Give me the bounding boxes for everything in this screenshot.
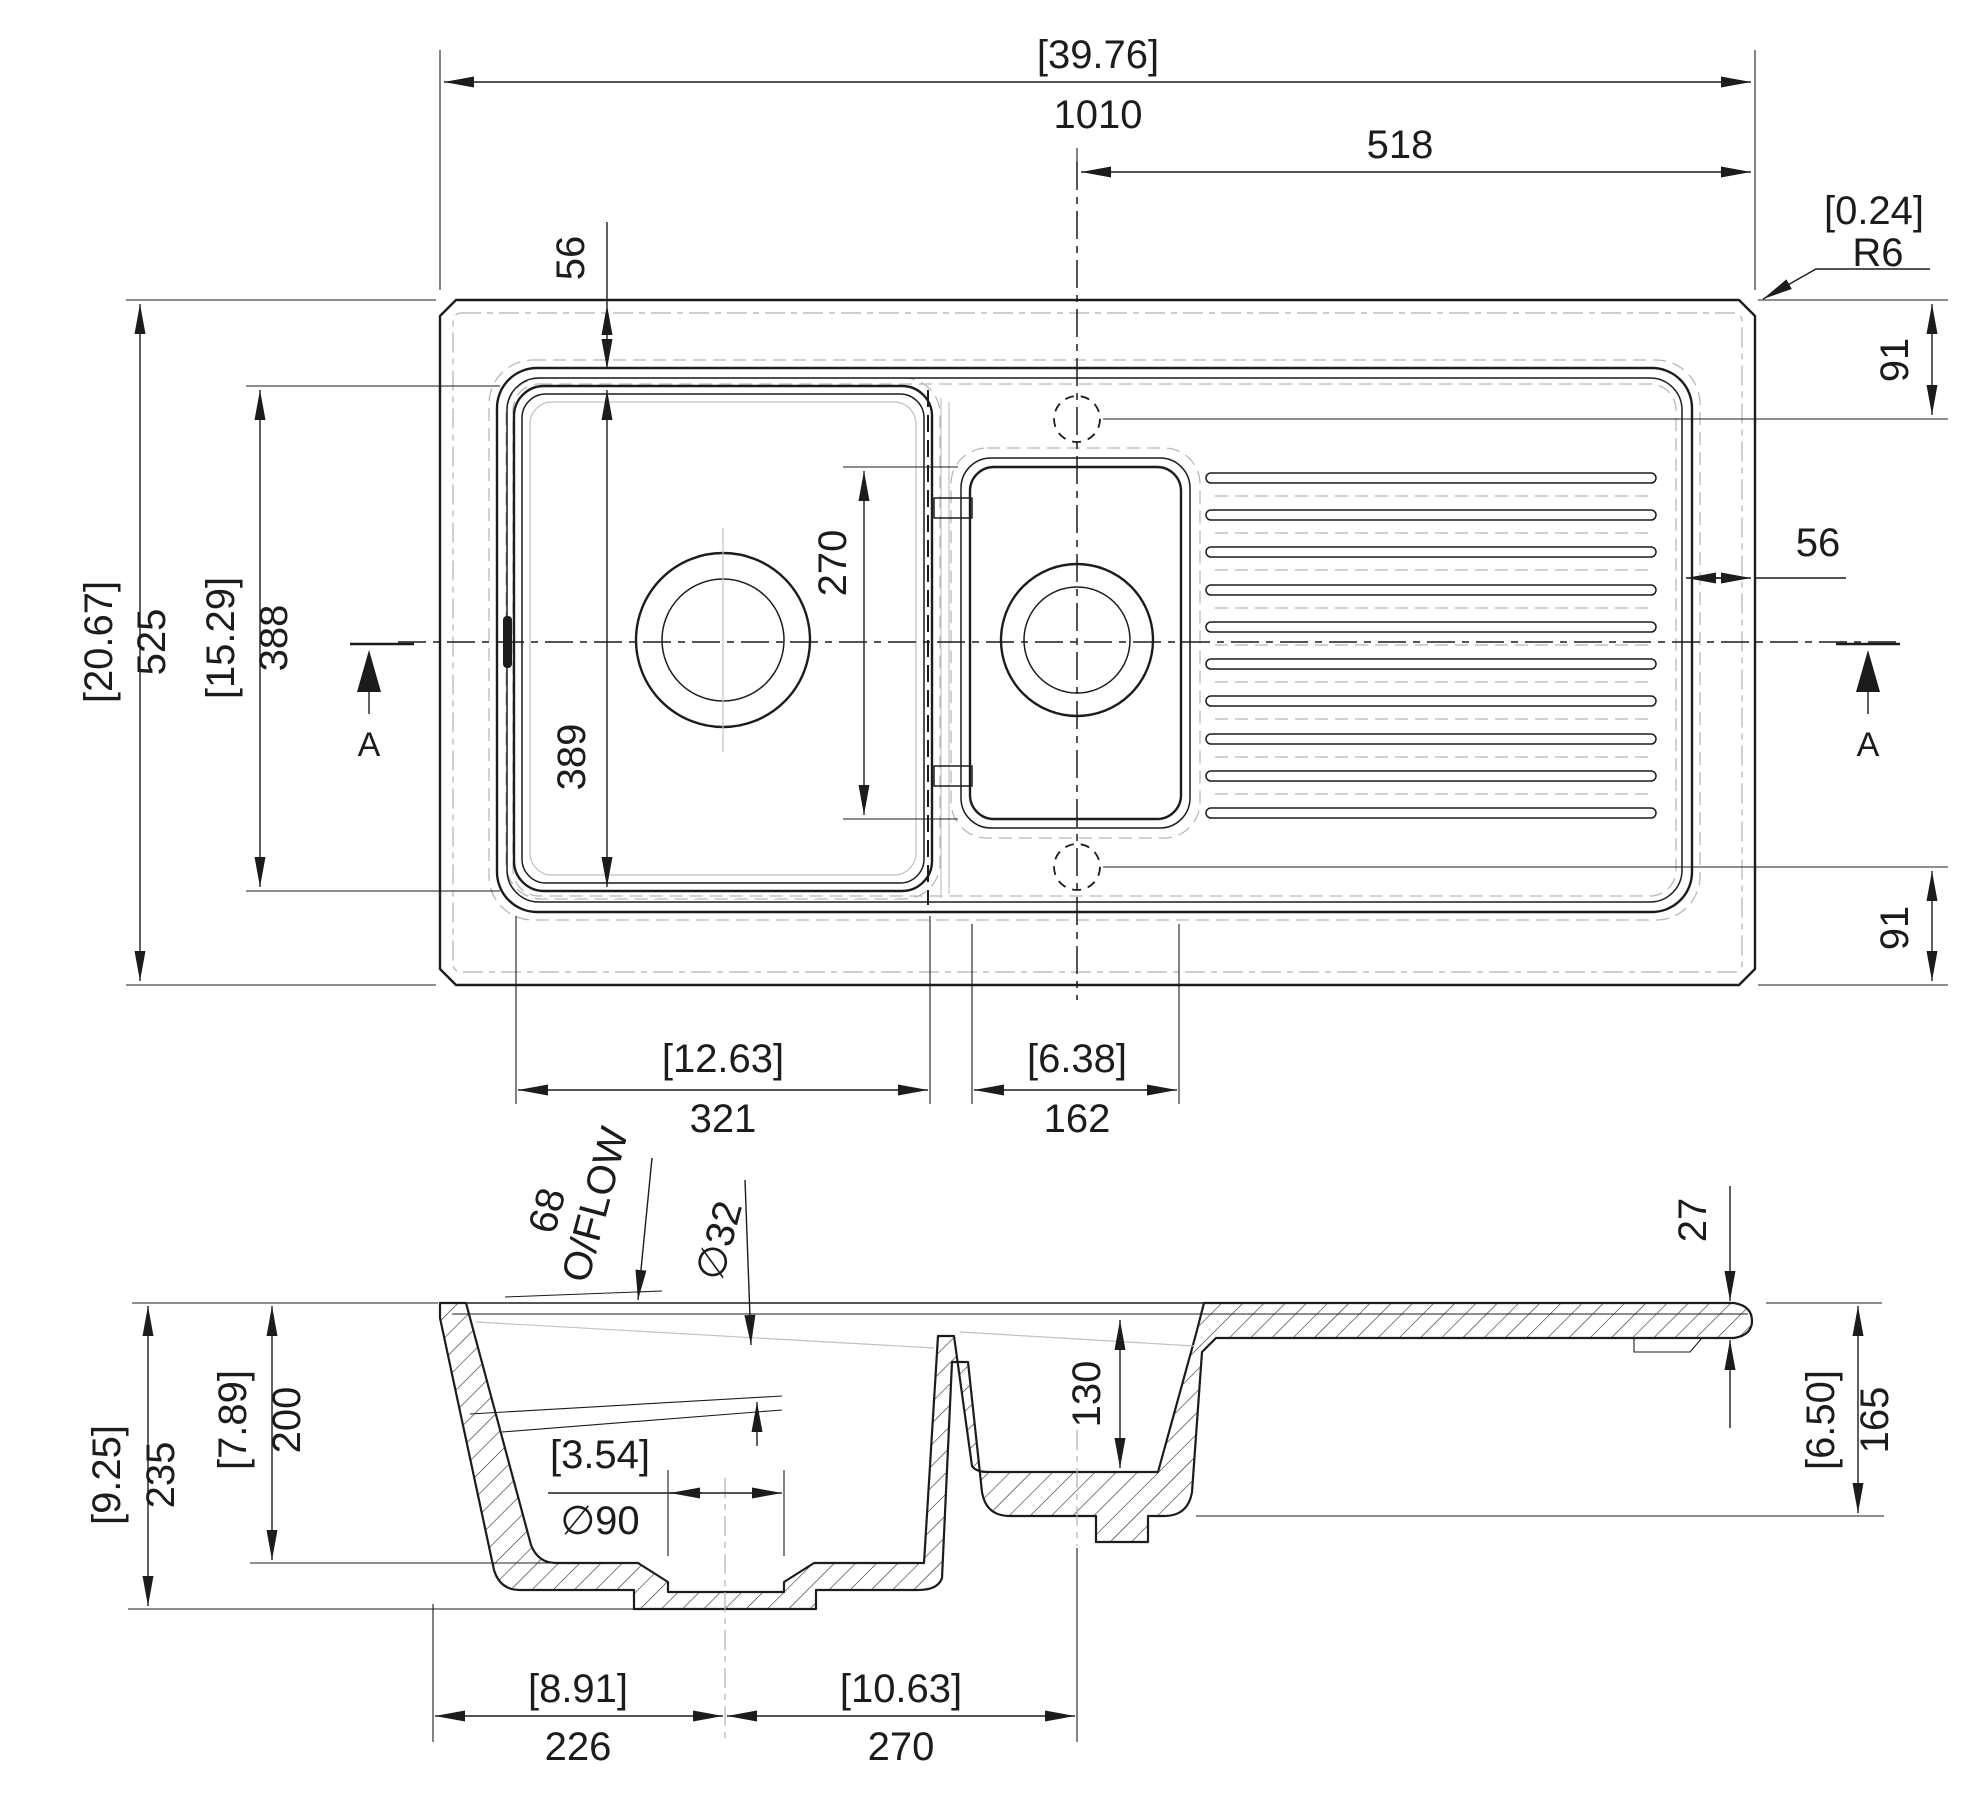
hidden-half-bowl-edge (950, 447, 1201, 839)
dim-corner-radius: R6 (1852, 231, 1903, 275)
plan-dimension-lines (134, 76, 1938, 1096)
half-bowl-outer (960, 457, 1191, 829)
dim-bowl-centres-mm: 270 (868, 1725, 935, 1769)
dim-drainer-height-in: [6.50] (1799, 1370, 1843, 1470)
overflow-projection (501, 1409, 783, 1433)
dim-rim-inset-right: 56 (1796, 521, 1841, 565)
section-label-right: A (1857, 726, 1880, 764)
section-arrow-icon (1856, 650, 1880, 692)
rim-step (1633, 1337, 1703, 1353)
dim-tap-offset: 518 (1367, 123, 1434, 167)
dim-bowl-width-mm: 321 (690, 1097, 757, 1141)
sink-outer-edge (438, 298, 1757, 987)
dim-half-bowl-width-in: [6.38] (1027, 1037, 1127, 1081)
dim-overall-depth-in: [20.67] (77, 581, 121, 703)
dim-bowl-width-in: [12.63] (662, 1037, 784, 1081)
section-extension-lines (128, 1302, 1884, 1742)
dim-waste-offset-in: [8.91] (528, 1667, 628, 1711)
dim-half-bowl-width-mm: 162 (1044, 1097, 1111, 1141)
dim-bowl-inner-depth: 389 (550, 724, 594, 791)
section-marker-left: A (350, 642, 414, 764)
dim-overall-width-in: [39.76] (1037, 33, 1159, 77)
drainer-rib (1205, 807, 1657, 819)
drainer-rib (1205, 546, 1657, 558)
dim-overall-depth-mm: 525 (130, 609, 174, 676)
dim-bowl-depth-in: [7.89] (211, 1370, 255, 1470)
main-bowl-outer (512, 384, 934, 893)
far-wall-projection (475, 1321, 935, 1349)
dim-waste-offset-mm: 226 (545, 1725, 612, 1769)
section-body (438, 1301, 1754, 1611)
bowl-radius-edge (529, 401, 917, 876)
dim-bowl-depth-in: [15.29] (199, 577, 243, 699)
overflow-dia-leader (744, 1179, 756, 1346)
plan-extension-lines (126, 50, 1948, 1104)
drainer-rib (1205, 658, 1657, 670)
rim-outer-line (495, 366, 1694, 914)
drainer-rib (1205, 770, 1657, 782)
divider-tab (933, 765, 973, 787)
dim-bowl-depth-mm: 200 (265, 1387, 309, 1454)
dim-drainer-height-mm: 165 (1853, 1387, 1897, 1454)
overflow-projection (469, 1395, 783, 1415)
far-wall-projection (959, 1331, 1195, 1347)
section-view: [9.25] 235 [7.89] 200 68 O/FLOW ∅32 [3.5… (85, 1123, 1897, 1769)
drainer-rib (1205, 509, 1657, 521)
drainer-rib (1205, 695, 1657, 707)
dim-waste-dia: ∅90 (560, 1499, 639, 1543)
plan-view: A A (77, 33, 1948, 1141)
dim-half-bowl-depth: 270 (811, 530, 855, 597)
dim-half-bowl-depth: 130 (1065, 1361, 1109, 1428)
dim-corner-radius-in: [0.24] (1824, 189, 1924, 233)
dim-overall-width-mm: 1010 (1054, 93, 1143, 137)
hidden-rim-outer (488, 359, 1701, 921)
dim-overall-height-in: [9.25] (85, 1425, 129, 1525)
section-label-left: A (358, 726, 381, 764)
dim-edge-thickness: 27 (1671, 1198, 1715, 1243)
section-arrow-icon (357, 650, 381, 692)
half-bowl-inner (968, 465, 1183, 821)
divider-tab (933, 497, 973, 519)
drainer-rib (1205, 472, 1657, 484)
dim-bowl-centres-in: [10.63] (840, 1667, 962, 1711)
dim-tap-top: 91 (1873, 338, 1917, 383)
drainer-rib (1205, 584, 1657, 596)
section-dimension-lines (142, 1157, 1864, 1722)
dim-rim-inset-top: 56 (549, 236, 593, 281)
radius-leader (1762, 268, 1930, 300)
drainer-rib (1205, 621, 1657, 633)
dim-overall-height-mm: 235 (139, 1442, 183, 1509)
drainer-ribs (1205, 472, 1657, 819)
dim-tap-bottom: 91 (1873, 906, 1917, 951)
main-bowl-inner (521, 393, 925, 884)
drainer-rib (1205, 733, 1657, 745)
overflow-leader (635, 1157, 653, 1301)
dim-bowl-depth-mm: 388 (252, 605, 296, 672)
hidden-rim-inner (512, 383, 1677, 897)
plan-hidden-lines (452, 312, 1743, 973)
dim-waste-dia-in: [3.54] (550, 1433, 650, 1477)
section-marker-right: A (1836, 642, 1900, 764)
